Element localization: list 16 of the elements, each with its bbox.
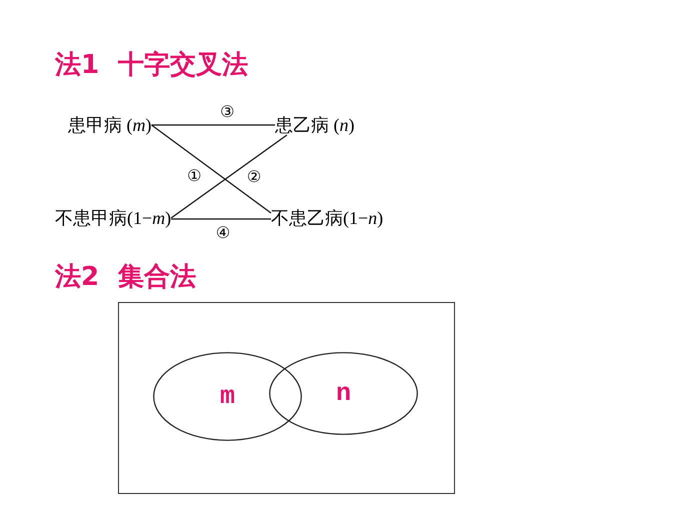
term-label: 患乙病 (n) bbox=[275, 115, 354, 135]
set-ellipse bbox=[269, 352, 418, 435]
set-ellipse bbox=[153, 352, 302, 441]
connector-line bbox=[151, 124, 272, 214]
term-label: 不患乙病(1−n) bbox=[271, 208, 384, 228]
set-rectangle bbox=[118, 302, 455, 494]
connector-line bbox=[171, 218, 271, 220]
set-label: m bbox=[220, 384, 235, 410]
term-label: 患甲病 (m) bbox=[68, 115, 152, 135]
set-label: n bbox=[336, 380, 351, 406]
term-label: 不患甲病(1−m) bbox=[55, 208, 172, 228]
connector-line bbox=[170, 134, 288, 218]
section-heading: 法1 十字交叉法 bbox=[55, 50, 248, 81]
edge-label: ② bbox=[246, 168, 262, 186]
connector-line bbox=[152, 124, 275, 126]
section-heading: 法2 集合法 bbox=[55, 262, 196, 293]
